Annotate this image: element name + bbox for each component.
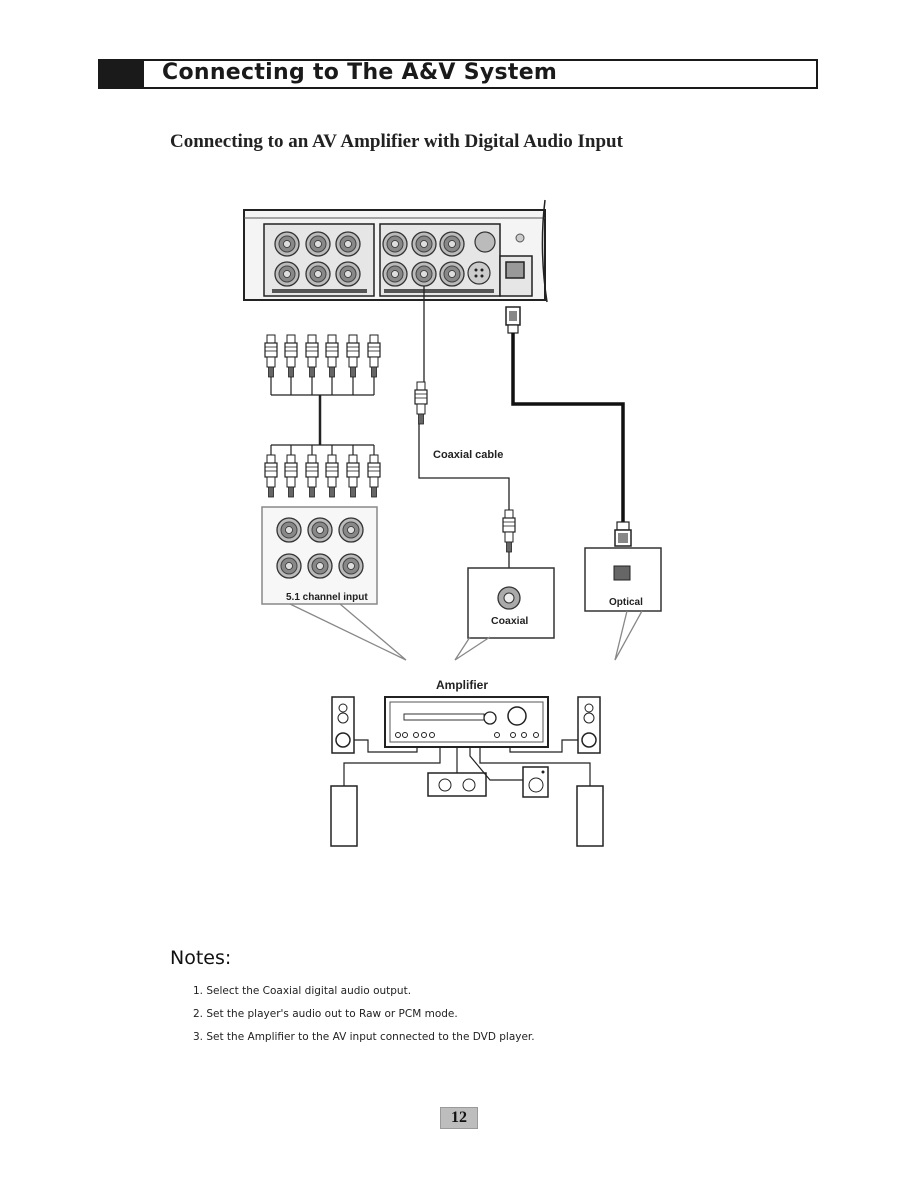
- subwoofer: [522, 766, 549, 798]
- rca-plugs-upper: [264, 334, 381, 378]
- note-item: 3. Set the Amplifier to the AV input con…: [193, 1031, 535, 1043]
- left-rear-speaker: [330, 785, 358, 847]
- section-subtitle: Connecting to an AV Amplifier with Digit…: [170, 131, 623, 152]
- dvd-back-panel: [243, 199, 548, 303]
- notes-list: 1. Select the Coaxial digital audio outp…: [193, 984, 535, 1053]
- page-number: 12: [440, 1107, 478, 1129]
- label-optical: Optical: [609, 597, 643, 608]
- coaxial-cable: [418, 286, 510, 510]
- note-item: 2. Set the player's audio out to Raw or …: [193, 1008, 458, 1020]
- center-speaker: [427, 772, 487, 797]
- page-title: Connecting to The A&V System: [162, 60, 558, 85]
- label-51-channel-input: 5.1 channel input: [286, 592, 368, 603]
- right-rear-speaker: [576, 785, 604, 847]
- amplifier-unit: [384, 696, 549, 748]
- header-black-block: [100, 61, 144, 87]
- note-item: 1. Select the Coaxial digital audio outp…: [193, 985, 412, 997]
- callout-coaxial: Coaxial: [454, 567, 555, 661]
- callout-51-input: 5.1 channel input: [261, 506, 407, 661]
- section-header-bar: Connecting to The A&V System: [98, 59, 818, 89]
- right-front-speaker: [577, 696, 601, 754]
- notes-heading: Notes:: [170, 947, 232, 969]
- coaxial-cable-label: Coaxial cable: [433, 449, 503, 461]
- left-front-speaker: [331, 696, 355, 754]
- callout-optical: Optical: [584, 547, 662, 661]
- label-coaxial: Coaxial: [491, 615, 528, 627]
- optical-cable: [505, 306, 632, 547]
- label-amplifier: Amplifier: [436, 678, 488, 692]
- rca-plugs-lower: [264, 454, 381, 498]
